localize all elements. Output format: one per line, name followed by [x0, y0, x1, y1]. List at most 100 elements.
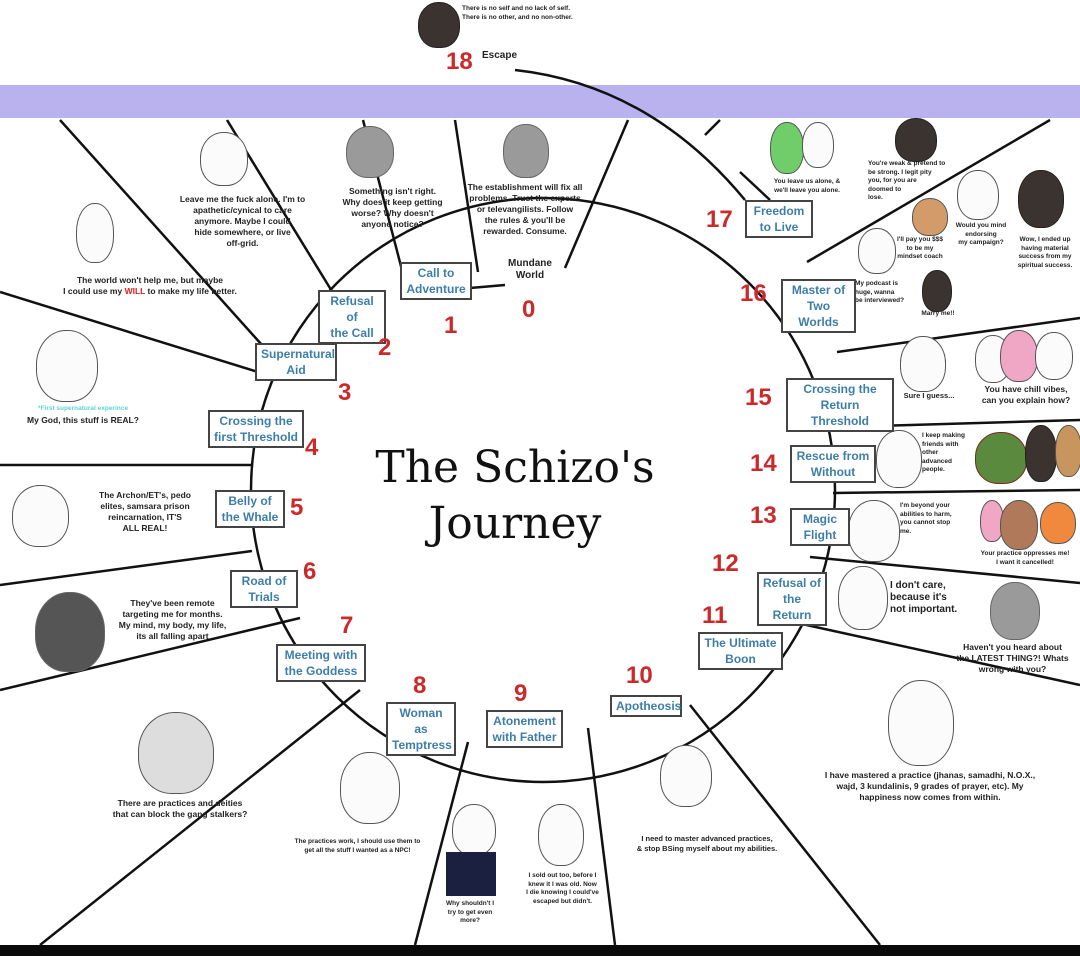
stage-14-label: Rescue from Without	[790, 445, 876, 483]
stage-number-5: 5	[290, 494, 304, 521]
stage-16-caption-podcast: My podcast is huge, wanna be interviewed…	[855, 280, 905, 304]
stage-number-16: 16	[740, 280, 767, 307]
wojak-face-illustration	[876, 430, 922, 488]
wizard-illustration	[1025, 425, 1057, 482]
smug-wojak-illustration	[12, 485, 69, 547]
stage-6-caption: They've been remote targeting me for mon…	[118, 598, 227, 641]
stage-2-label: Refusal of the Call	[318, 290, 386, 344]
stage-4-caption: My God, this stuff is REAL?	[27, 415, 139, 425]
stage-17-label: Freedom to Live	[745, 200, 813, 238]
stage-number-4: 4	[305, 434, 319, 461]
stage-8-caption: The practices work, I should use them to…	[294, 838, 421, 854]
divider-line	[0, 616, 301, 692]
stage-11-caption: I have mastered a practice (jhanas, sama…	[824, 770, 1036, 802]
stage-16-caption-pay: I'll pay you $$$ to be my mindset coach	[897, 236, 943, 260]
podcaster-face-illustration	[858, 228, 896, 274]
redhead-face-illustration	[1040, 502, 1076, 544]
divider-line	[453, 119, 480, 273]
cracked-npc-face-illustration	[346, 126, 394, 178]
distorted-face-illustration	[35, 592, 105, 672]
wojak-face-illustration	[900, 336, 946, 392]
divider-line	[689, 704, 881, 946]
wojak-face-illustration	[838, 566, 888, 630]
stage-number-17: 17	[706, 206, 733, 233]
escape-label: Escape	[482, 50, 518, 61]
stage-16-caption-endorse: Would you mind endorsing my campaign?	[955, 222, 1007, 246]
stage-16-caption-marry: Marry me!!	[921, 310, 955, 317]
stage-15-caption-b: You have chill vibes, can you explain ho…	[981, 384, 1071, 405]
old-man-wojak-illustration	[538, 804, 584, 866]
stage-14-caption: I keep making friends with other advance…	[922, 432, 965, 473]
wojak-face-illustration	[660, 745, 712, 807]
divider-line	[809, 555, 1080, 585]
hooded-face-illustration	[895, 118, 937, 162]
divider-line	[413, 741, 470, 946]
stage-number-15: 15	[745, 384, 772, 411]
stage-16-label: Master of Two Worlds	[781, 279, 856, 333]
sunglasses-wojak-illustration	[957, 170, 999, 220]
purple-band	[0, 85, 1080, 118]
stage-7-label: Meeting with the Goddess	[276, 644, 366, 682]
stage-number-14: 14	[750, 450, 777, 477]
stage-1-label: Call to Adventure	[400, 262, 472, 300]
stage-3-caption-text-end: to make my life better.	[145, 286, 237, 296]
divider-line	[39, 689, 361, 946]
doomer-face-illustration	[76, 203, 114, 263]
stage-13-caption-a: I'm beyond your abilities to harm, you c…	[900, 502, 952, 535]
stage-number-0: 0	[522, 296, 536, 323]
green-face-illustration	[770, 122, 804, 174]
divider-line	[586, 727, 617, 946]
divider-line	[769, 615, 1080, 687]
stage-6-label: Road of Trials	[230, 570, 298, 608]
stage-16-caption-weak: You're weak & pretend to be strong. I le…	[868, 160, 946, 201]
stage-8-label: Woman as Temptress	[386, 702, 456, 756]
stage-4-label: Crossing the first Threshold	[208, 410, 304, 448]
will-highlight: WILL	[124, 286, 146, 296]
stage-16-caption-wow: Wow, I ended up having material success …	[1017, 236, 1073, 269]
stage-17-caption: You leave us alone, & we'll leave you al…	[773, 178, 841, 194]
stage-3-caption-text: The world won't help me, but maybe I cou…	[63, 275, 224, 296]
stage-3-label: Supernatural Aid	[255, 343, 337, 381]
npc-face-illustration	[802, 122, 834, 168]
title-line-1: The Schizo's	[375, 442, 655, 493]
suit-illustration	[446, 852, 496, 896]
woman-face-illustration	[922, 270, 952, 312]
stage-9-caption-b: I sold out too, before I knew it I was o…	[526, 872, 599, 905]
stage-number-7: 7	[340, 612, 354, 639]
stage-number-9: 9	[514, 680, 528, 707]
doomer-face-illustration	[200, 132, 248, 186]
stage-9-label: Atonement with Father	[486, 710, 563, 748]
screaming-face-illustration	[1000, 500, 1038, 550]
stage-4-note: *First supernatural experince	[38, 405, 128, 412]
stage-11-label: The Ultimate Boon	[698, 632, 783, 670]
surprised-wojak-illustration	[36, 330, 98, 402]
stage-13-caption-b: Your practice oppresses me! I want it ca…	[980, 550, 1070, 566]
divider-line	[739, 171, 771, 201]
stage-5-label: Belly of the Whale	[215, 490, 285, 528]
diagram-title: The Schizo's Journey	[350, 440, 680, 552]
stage-3-caption: The world won't help me, but maybe I cou…	[40, 275, 260, 297]
escape-caption: There is no self and no lack of self. Th…	[462, 5, 573, 21]
title-line-2: Journey	[428, 498, 602, 549]
stage-15-caption-a: Sure I guess...	[903, 391, 955, 400]
stage-9-caption-a: Why shouldn't I try to get even more?	[445, 900, 495, 924]
suited-doomer-illustration	[452, 804, 496, 856]
stage-12-caption-b: Haven't you heard about the LATEST THING…	[956, 642, 1069, 674]
stage-5-caption: The Archon/ET's, pedo elites, samsara pr…	[99, 490, 191, 533]
stage-number-13: 13	[750, 502, 777, 529]
stage-15-label: Crossing the Return Threshold	[786, 378, 894, 432]
stage-0-label: Mundane World	[508, 258, 552, 281]
bottom-bar	[0, 945, 1080, 956]
stage-12-label: Refusal of the Return	[757, 572, 827, 626]
bearded-face-illustration	[912, 198, 948, 236]
escape-path	[514, 68, 746, 201]
pink-hair-face-illustration	[1000, 330, 1038, 382]
serene-wojak-illustration	[888, 680, 954, 766]
hooded-face-illustration	[1018, 170, 1064, 228]
stage-number-2: 2	[378, 334, 392, 361]
bald-figure-illustration	[1055, 425, 1080, 477]
divider-line	[563, 119, 630, 269]
stage-number-8: 8	[413, 672, 427, 699]
angry-npc-illustration	[990, 582, 1040, 640]
